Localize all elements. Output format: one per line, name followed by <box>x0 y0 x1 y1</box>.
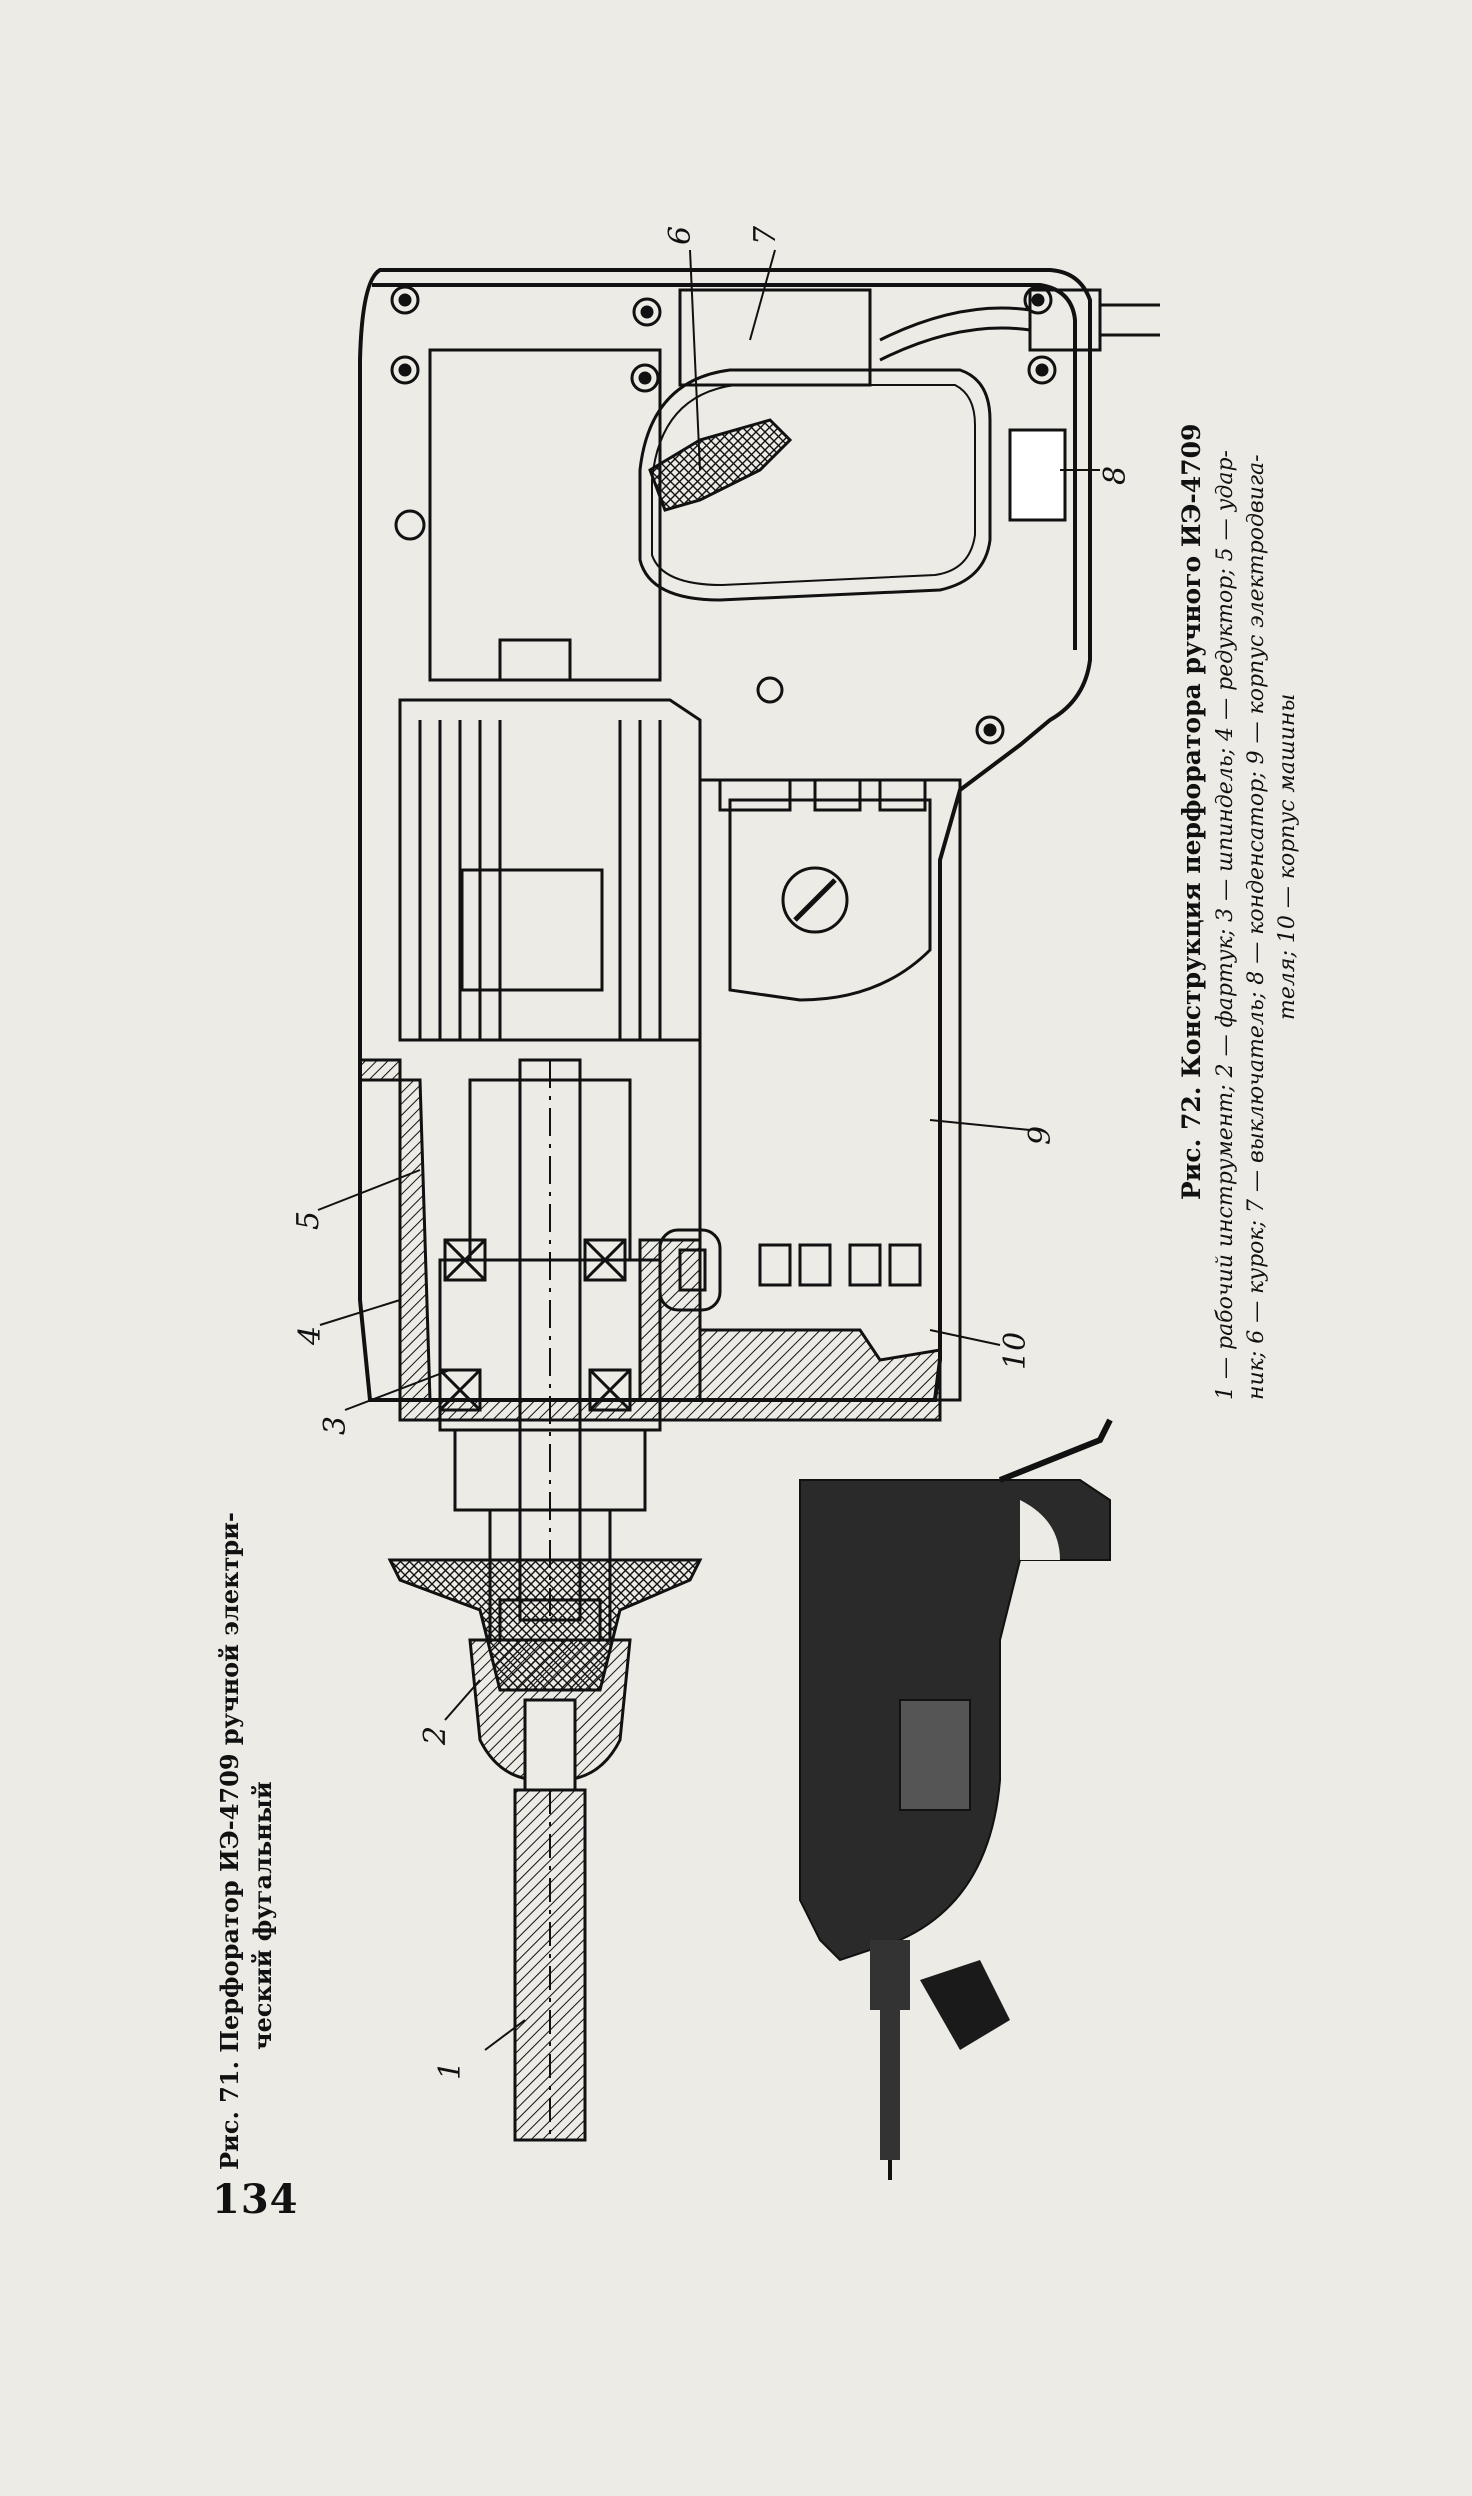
callout-9: 9 <box>1023 1126 1058 1145</box>
callout-8: 8 <box>1098 466 1133 485</box>
callout-leaders <box>317 249 1100 2051</box>
spindle <box>438 1058 662 1642</box>
callout-2: 2 <box>418 1726 453 1746</box>
callout-5: 5 <box>291 1211 326 1230</box>
page-number: 134 <box>212 2176 299 2223</box>
figure-71-caption-line-2: ческий фугальный <box>248 1781 277 2050</box>
callout-1: 1 <box>433 2061 468 2080</box>
figure-72-legend-line-2: ник; 6 — курок; 7 — выключатель; 8 — кон… <box>1244 454 1269 1400</box>
bearings <box>438 1228 722 1412</box>
capacitor-part <box>1008 428 1067 522</box>
figure-72-legend-line-1: 1 — рабочий инструмент; 2 — фартук; 3 — … <box>1213 450 1238 1400</box>
figure-71-photo <box>799 1418 1113 2180</box>
callout-7: 7 <box>748 225 783 245</box>
drill-housing <box>358 268 1092 1402</box>
switch-part <box>678 288 872 387</box>
callout-3: 3 <box>318 1416 353 1435</box>
trigger-part <box>648 418 793 512</box>
power-cord <box>879 288 1160 362</box>
figure-72-legend-line-3: теля; 10 — корпус машины <box>1275 693 1300 1020</box>
figure-71-caption-line-1: Рис. 71. Перфоратор ИЭ-4709 ручной элект… <box>215 1512 244 2170</box>
tool-holder <box>468 1598 632 1792</box>
callout-6: 6 <box>663 226 698 245</box>
callout-4: 4 <box>293 1326 328 1346</box>
motor-body <box>398 348 702 1042</box>
frame-screws <box>390 285 1057 745</box>
figure-72-title: Рис. 72. Конструкция перфоратора ручного… <box>1177 423 1206 1200</box>
working-tool <box>513 1788 587 2142</box>
motor-casing <box>698 778 962 1402</box>
callout-10: 10 <box>998 1332 1033 1370</box>
